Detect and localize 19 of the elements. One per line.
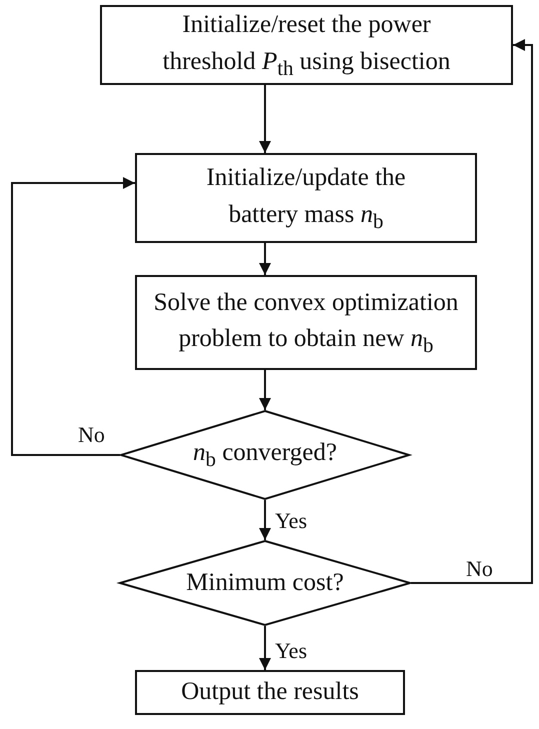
arrow <box>259 626 271 670</box>
node-text: Minimum cost? <box>185 568 345 598</box>
arrow <box>259 243 271 275</box>
process-box <box>100 5 513 85</box>
node-text: Solve the convex optimization problem to obtain new n$_{b}$ <box>152 288 460 360</box>
arrow <box>259 500 271 540</box>
arrow <box>259 370 271 410</box>
arrow <box>259 85 271 153</box>
process-box <box>135 670 405 715</box>
arrow <box>11 177 135 456</box>
node-text: Initialize/update the battery mass n$_{b}$ <box>205 163 407 235</box>
node-text: Output the results <box>180 677 360 708</box>
decision-diamond <box>120 410 410 500</box>
node-text: n$_{b}$ converged? <box>192 438 338 474</box>
decision-diamond <box>119 540 411 626</box>
process-box <box>135 275 477 370</box>
process-box <box>135 153 477 243</box>
node-text: Initialize/reset the power threshold P$_{th}$ using bisection <box>162 10 452 82</box>
arrow <box>411 39 533 584</box>
